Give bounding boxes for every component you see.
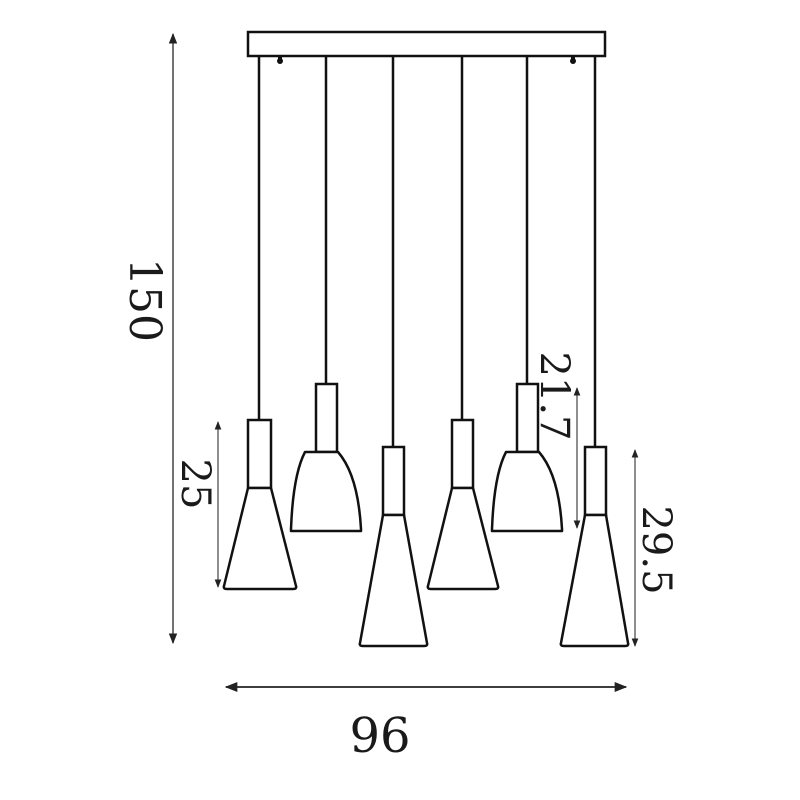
dimension-cone-lamp-height: 25 [172, 421, 222, 588]
dimension-label-150: 150 [119, 258, 170, 342]
bell-shade [289, 450, 363, 533]
dimension-total-height: 150 [119, 32, 178, 645]
pendant-lamp-1 [222, 56, 298, 591]
dimension-long-cone-lamp-height: 29.5 [631, 449, 679, 647]
cone-shade [222, 486, 298, 591]
dimension-total-width: 96 [224, 681, 628, 764]
lamp-holder [583, 445, 608, 517]
pendant-lamp-3 [358, 56, 429, 648]
lamp-holder [314, 382, 339, 454]
dimension-label-96: 96 [349, 708, 410, 764]
bell-shade [490, 450, 564, 533]
pendant-lamp-6 [559, 56, 630, 648]
dimension-label-25: 25 [172, 459, 218, 510]
ceiling-canopy [246, 30, 607, 64]
cone-shade [559, 513, 630, 648]
pendant-lamp-2 [289, 56, 363, 533]
dimension-label-21-7: 21.7 [531, 351, 577, 440]
lamp-holder [450, 418, 475, 490]
pendant-lamp-5 [490, 56, 564, 533]
lamp-holder [381, 445, 406, 517]
dimension-label-29-5: 29.5 [633, 505, 679, 594]
pendant-lamp-4 [426, 56, 500, 591]
cone-shade [426, 486, 500, 591]
dimension-bell-lamp-height: 21.7 [531, 351, 581, 529]
lamp-holder [246, 418, 273, 490]
cone-shade [358, 513, 429, 648]
